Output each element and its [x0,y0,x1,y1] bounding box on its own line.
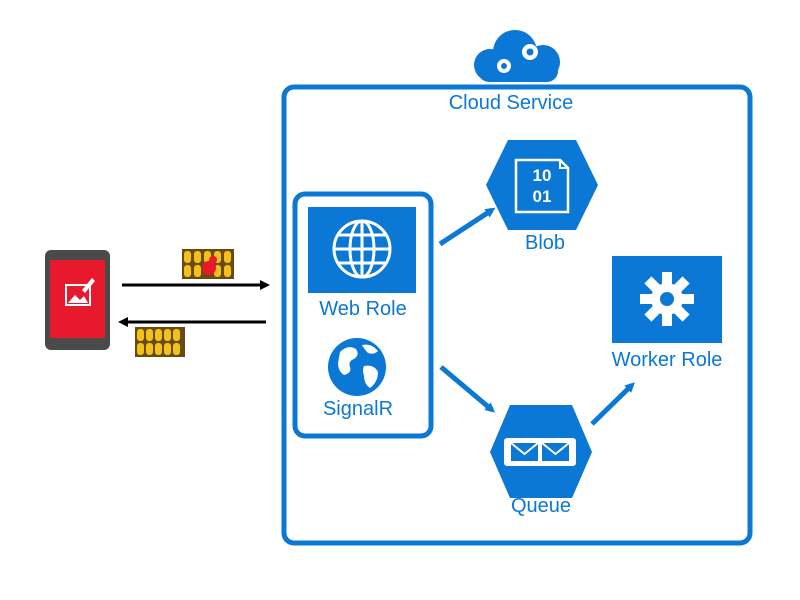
web-role-group-box [292,191,434,439]
queue-messages-icon [504,438,576,466]
signalr-label: SignalR [322,398,394,420]
web-role-label: Web Role [319,298,407,320]
arrow-web-to-blob [438,207,496,247]
globe-icon [308,207,416,293]
arrow-queue-to-worker [590,382,635,426]
cloud-gears-icon [474,30,560,82]
queue-label: Queue [510,495,572,517]
signalr-earth-icon [328,338,386,396]
blob-label: Blob [524,232,566,254]
cloud-service-container [281,84,753,546]
blob-file-icon [514,158,570,214]
gear-icon [640,272,694,326]
output-image-thumbnail [135,327,185,357]
queue-node [490,405,592,498]
mobile-phone-icon [45,250,110,350]
input-image-thumbnail [182,249,234,279]
arrow-web-to-queue [439,365,496,413]
blob-node [486,140,598,230]
worker-role-label: Worker Role [611,349,723,371]
blob-glyph-top: 10 [533,166,552,185]
cloud-service-label: Cloud Service [448,92,574,114]
worker-role-node [612,256,722,343]
blob-glyph-bottom: 01 [533,187,552,206]
